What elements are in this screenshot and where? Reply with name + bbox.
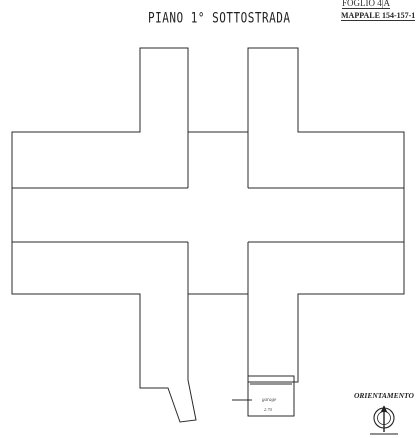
garage-scribble-2: 2.70 (264, 407, 273, 412)
garage-room (247, 375, 295, 417)
drawing-title: PIANO 1° SOTTOSTRADA (148, 10, 291, 27)
orientation-label: ORIENTAMENTO (354, 391, 414, 400)
foglio-label: FOGLIO 4|A (342, 0, 391, 9)
garage-scribble-1: garage (262, 398, 277, 403)
compass-icon (370, 405, 398, 435)
mappale-label: MAPPALE 154-157-1 (341, 11, 416, 21)
plan-outline (11, 47, 405, 423)
